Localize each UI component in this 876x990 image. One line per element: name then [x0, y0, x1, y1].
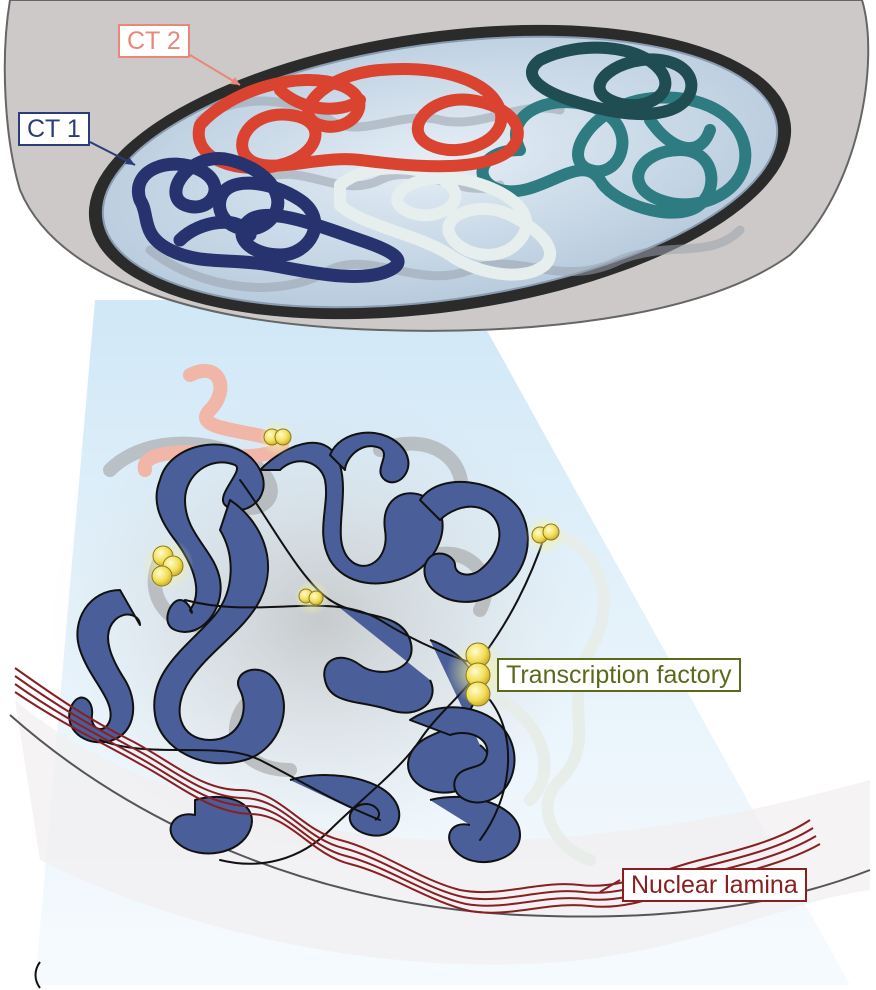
edge-mark	[34, 961, 41, 989]
label-nuclear-lamina: Nuclear lamina	[622, 868, 807, 902]
ct4-territory	[476, 91, 752, 219]
ct2-territory	[192, 63, 524, 174]
pale-chromatin-loops	[494, 524, 610, 866]
label-ct1: CT 1	[18, 112, 90, 146]
chromatin-fiber	[68, 431, 529, 864]
ct-callout-lines	[89, 54, 241, 166]
label-ct2: CT 2	[118, 24, 190, 58]
transcription-factories	[142, 420, 565, 707]
ct5-territory	[526, 41, 698, 121]
ct1-territory	[131, 152, 405, 283]
label-transcription-factory: Transcription factory	[497, 658, 741, 692]
ct3-territory	[334, 162, 556, 281]
